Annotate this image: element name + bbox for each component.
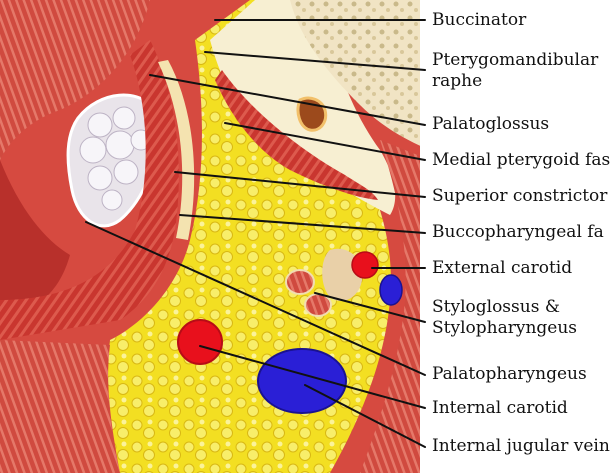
label-medial-pterygoid-fascia-text: Medial pterygoid fas — [432, 150, 610, 171]
label-styloglossus-stylopharyngeus: Styloglossus & Stylopharyngeus — [432, 297, 577, 339]
label-styloglossus-line1: Styloglossus & — [432, 297, 577, 318]
label-buccinator: Buccinator — [432, 10, 526, 31]
label-internal-jugular-vein-text: Internal jugular vein — [432, 436, 610, 457]
label-internal-jugular-vein: Internal jugular vein — [432, 436, 610, 457]
label-internal-carotid: Internal carotid — [432, 398, 568, 419]
stylopharyngeus-muscle — [305, 294, 331, 316]
label-buccinator-text: Buccinator — [432, 10, 526, 31]
external-jugular-vessel — [380, 275, 402, 305]
label-pterygomandibular-raphe-line2: raphe — [432, 71, 598, 92]
internal-carotid-artery — [178, 320, 222, 364]
label-medial-pterygoid-fascia: Medial pterygoid fas — [432, 150, 610, 171]
label-styloglossus-line2: Stylopharyngeus — [432, 318, 577, 339]
label-superior-constrictor: Superior constrictor — [432, 186, 607, 207]
label-external-carotid-text: External carotid — [432, 258, 572, 279]
external-carotid-artery — [352, 252, 378, 278]
label-palatopharyngeus-text: Palatopharyngeus — [432, 364, 587, 385]
label-palatoglossus: Palatoglossus — [432, 114, 549, 135]
label-superior-constrictor-text: Superior constrictor — [432, 186, 607, 207]
label-buccopharyngeal-fascia: Buccopharyngeal fa — [432, 222, 604, 243]
internal-jugular-vein — [258, 349, 346, 413]
label-pterygomandibular-raphe-line1: Pterygomandibular — [432, 50, 598, 71]
label-buccopharyngeal-fascia-text: Buccopharyngeal fa — [432, 222, 604, 243]
label-palatoglossus-text: Palatoglossus — [432, 114, 549, 135]
label-pterygomandibular-raphe: Pterygomandibular raphe — [432, 50, 598, 92]
label-palatopharyngeus: Palatopharyngeus — [432, 364, 587, 385]
label-internal-carotid-text: Internal carotid — [432, 398, 568, 419]
styloglossus-muscle — [286, 270, 314, 294]
label-external-carotid: External carotid — [432, 258, 572, 279]
lower-left-muscle — [0, 340, 120, 473]
